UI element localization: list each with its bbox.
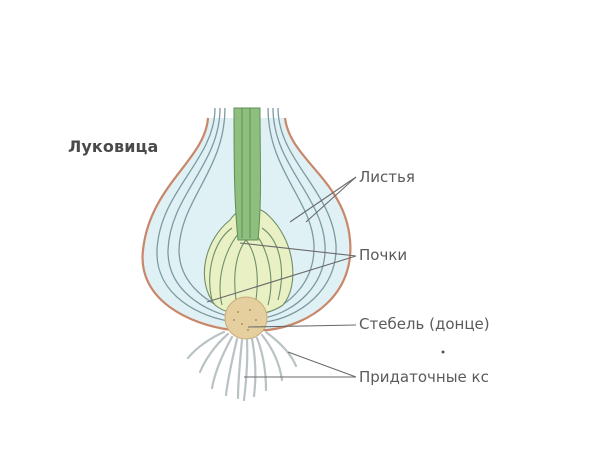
label-buds: Почки <box>359 246 408 264</box>
base-disc <box>224 296 268 340</box>
diagram-title: Луковица <box>68 137 159 156</box>
label-leaves: Листья <box>359 168 415 186</box>
bud-lines <box>209 227 283 306</box>
label-stem: Стебель (донце) <box>359 315 490 333</box>
label-adventitious-roots: Придаточные кс <box>359 368 489 386</box>
green-core <box>233 107 261 241</box>
adventitious-roots <box>186 330 298 402</box>
leader-lines <box>206 176 357 378</box>
